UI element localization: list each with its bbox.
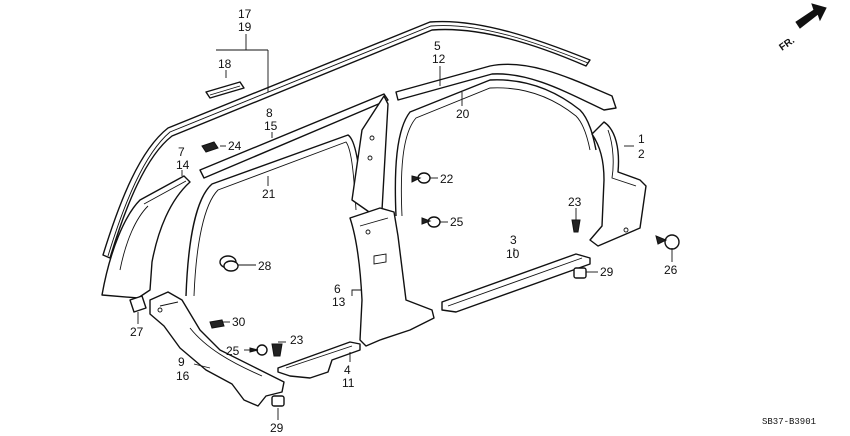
callout-18: 18 [218, 57, 232, 71]
callout-7-14: 7 14 [176, 145, 190, 172]
callout-3-10: 3 10 [506, 233, 520, 261]
callout-29a: 29 [600, 265, 614, 279]
clip-29b-icon [271, 395, 285, 407]
svg-text:28: 28 [258, 259, 272, 273]
svg-text:6: 6 [334, 282, 341, 296]
callout-8-15: 8 15 [264, 106, 278, 133]
center-pillar-lower [349, 207, 435, 347]
leader-lines [137, 34, 673, 420]
svg-text:23: 23 [568, 195, 582, 209]
front-direction-arrow-icon: FR. [777, 3, 827, 53]
callout-23a: 23 [568, 195, 582, 209]
callout-27: 27 [130, 325, 144, 339]
callout-5-12: 5 12 [432, 39, 446, 66]
direction-label: FR. [777, 35, 797, 53]
svg-text:29: 29 [600, 265, 614, 279]
callout-1-2: 1 2 [638, 132, 645, 161]
svg-text:20: 20 [456, 107, 470, 121]
svg-text:18: 18 [218, 57, 232, 71]
rear-pillar-trim [101, 175, 191, 299]
screw-22-icon [411, 172, 431, 184]
clip-26-icon [655, 234, 680, 250]
svg-text:11: 11 [342, 376, 355, 390]
clip-30-icon [209, 319, 225, 329]
middle-opening-trim [199, 93, 389, 179]
svg-text:7: 7 [178, 145, 185, 159]
callout-26: 26 [664, 263, 678, 277]
svg-text:9: 9 [178, 355, 185, 369]
callout-4-11: 4 11 [342, 363, 355, 390]
callout-28: 28 [258, 259, 272, 273]
callout-21: 21 [262, 187, 276, 201]
clip-27-icon [129, 295, 147, 313]
svg-text:16: 16 [176, 369, 190, 383]
svg-text:5: 5 [434, 39, 441, 53]
callout-9-16: 9 16 [176, 355, 190, 383]
clip-23b-icon [271, 343, 283, 357]
svg-text:17: 17 [238, 7, 252, 21]
callout-17-19: 17 19 [238, 7, 252, 34]
svg-text:23: 23 [290, 333, 304, 347]
svg-text:2: 2 [638, 147, 645, 161]
svg-text:21: 21 [262, 187, 276, 201]
callout-6-13: 6 13 [332, 282, 346, 309]
svg-text:27: 27 [130, 325, 144, 339]
clip-24-icon [201, 141, 219, 153]
svg-text:19: 19 [238, 20, 252, 34]
callout-25a: 25 [450, 215, 464, 229]
clip-23a-icon [571, 219, 581, 233]
front-weatherstrip [394, 79, 597, 217]
rear-scuff-plate [277, 341, 361, 379]
rear-weatherstrip [185, 134, 363, 297]
svg-text:14: 14 [176, 158, 190, 172]
svg-text:15: 15 [264, 119, 278, 133]
svg-text:13: 13 [332, 295, 346, 309]
a-pillar-trim [589, 121, 647, 247]
callout-23b: 23 [290, 333, 304, 347]
callout-25b: 25 [226, 344, 240, 358]
svg-text:30: 30 [232, 315, 246, 329]
callout-30: 30 [232, 315, 246, 329]
rear-lower-trim [149, 291, 285, 407]
callout-24: 24 [228, 139, 242, 153]
svg-text:12: 12 [432, 52, 446, 66]
svg-text:4: 4 [344, 363, 351, 377]
svg-text:22: 22 [440, 172, 454, 186]
svg-text:10: 10 [506, 247, 520, 261]
svg-text:3: 3 [510, 233, 517, 247]
callout-20: 20 [456, 107, 470, 121]
diagram-code: SB37-B3901 [762, 417, 816, 427]
svg-text:29: 29 [270, 421, 284, 435]
front-upper-molding [395, 63, 617, 111]
clip-29a-icon [573, 267, 587, 279]
screw-25a-icon [421, 216, 441, 228]
part-18 [205, 81, 245, 99]
svg-text:25: 25 [226, 344, 240, 358]
svg-text:1: 1 [638, 132, 645, 146]
callout-22: 22 [440, 172, 454, 186]
callout-29b: 29 [270, 421, 284, 435]
svg-text:26: 26 [664, 263, 678, 277]
svg-text:25: 25 [450, 215, 464, 229]
roof-molding [102, 20, 591, 259]
clip-28-icon [219, 255, 239, 272]
svg-text:8: 8 [266, 106, 273, 120]
svg-text:24: 24 [228, 139, 242, 153]
